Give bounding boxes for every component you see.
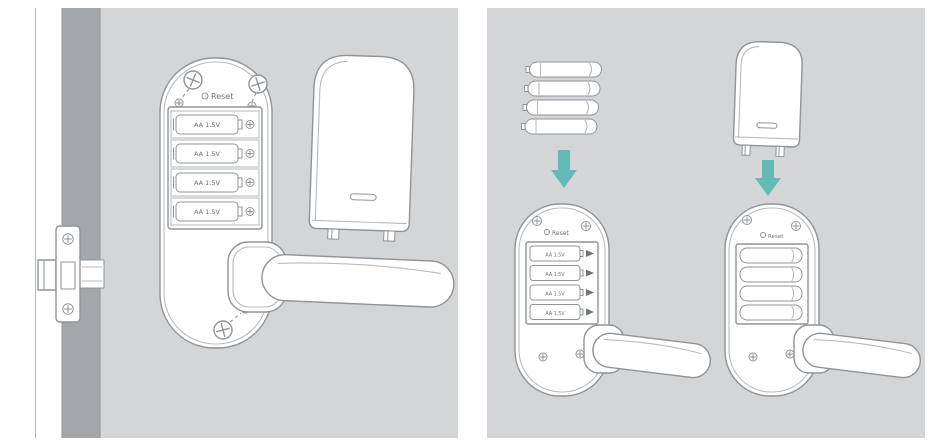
battery-compartment: AA 1.5V AA 1.5V AA 1.5V [525,241,599,325]
screw-hole-icon [748,352,758,362]
screw-hole-icon [538,352,548,362]
reset-label: Reset [211,92,233,101]
cover-tab [327,228,340,240]
installed-battery [739,304,803,321]
panel-exploded-view: Reset AA 1.5V [30,8,458,438]
exploded-view-illustration: Reset AA 1.5V [30,8,455,438]
battery-label: AA 1.5V [194,208,220,216]
battery-slot: AA 1.5V [529,265,594,281]
screw-icon [213,320,233,340]
latch-screw-icon [62,233,74,245]
installed-battery [739,247,803,264]
plus-terminal-icon [245,178,255,187]
battery-label: AA 1.5V [194,150,220,158]
battery-label: AA 1.5V [545,272,565,278]
cover-tab [383,230,396,242]
panel-installation-steps: Reset AA 1.5V AA 1.5V [487,8,925,438]
down-arrow-icon [755,160,781,196]
battery-cover [308,54,415,242]
reset-label: Reset [552,230,569,237]
battery-label: AA 1.5V [545,292,565,298]
reset-button-icon [760,232,766,238]
down-arrow-icon [551,150,577,188]
plus-terminal-icon [245,207,255,216]
reset-button-icon [201,92,209,100]
installed-battery [739,266,803,283]
insert-arrow-icon [586,250,594,257]
screw-guide-line [251,92,257,103]
insert-arrow-icon [586,289,594,296]
latch-screw-icon [62,303,74,315]
battery-label: AA 1.5V [545,311,565,317]
cover-slot [756,122,778,129]
latch-bolt [37,259,57,291]
battery-slot: AA 1.5V [529,245,594,262]
screw-guide-line [180,88,190,100]
latch-opening [60,261,76,290]
battery-slot: AA 1.5V [170,139,260,168]
battery-label: AA 1.5V [194,121,220,129]
screw-hole-icon [742,215,752,225]
latch-housing [79,259,105,289]
battery-label: AA 1.5V [545,253,565,259]
battery-pack [521,61,602,135]
screw-hole-icon [532,216,542,226]
screw-icon [248,74,268,94]
battery-slot: AA 1.5V [529,304,594,320]
battery-cover [732,41,803,158]
installed-battery [739,285,803,302]
door-edge [30,8,101,438]
plus-terminal-icon [245,120,255,129]
installation-steps-illustration: Reset AA 1.5V AA 1.5V [514,41,921,397]
battery-item [524,80,601,97]
lock-with-batteries: Reset [724,203,921,397]
cover-tab [775,145,785,158]
lever-handle [583,324,711,379]
screw-hole-icon [785,349,795,359]
battery-compartment [735,243,809,325]
battery-label: AA 1.5V [194,179,220,187]
battery-item [525,61,602,78]
lock-insert-batteries: Reset AA 1.5V AA 1.5V [514,203,711,397]
battery-item [522,99,599,116]
latch-assembly [37,225,105,323]
insert-arrow-icon [586,308,594,316]
screw-icon [183,70,203,90]
reset-button-icon [544,229,550,235]
battery-slot: AA 1.5V [170,110,260,139]
screw-hole-icon [581,221,591,231]
battery-slot: AA 1.5V [170,168,260,197]
lever-handle [227,241,455,313]
screw-hole-icon [575,349,585,359]
lever-handle [793,324,921,379]
battery-compartment: AA 1.5V AA 1.5V [167,106,263,230]
battery-slot: AA 1.5V [529,284,594,301]
battery-item [521,118,598,135]
cover-tab [741,144,751,156]
latch-faceplate [55,225,81,323]
plus-terminal-icon [245,149,255,158]
screw-hole-icon [791,221,801,231]
screw-hole-icon [174,98,184,108]
battery-slot: AA 1.5V [170,197,260,226]
reset-label: Reset [768,234,784,240]
insert-arrow-icon [586,269,594,277]
cover-slot [349,193,377,201]
screw-guide-line [229,312,242,323]
